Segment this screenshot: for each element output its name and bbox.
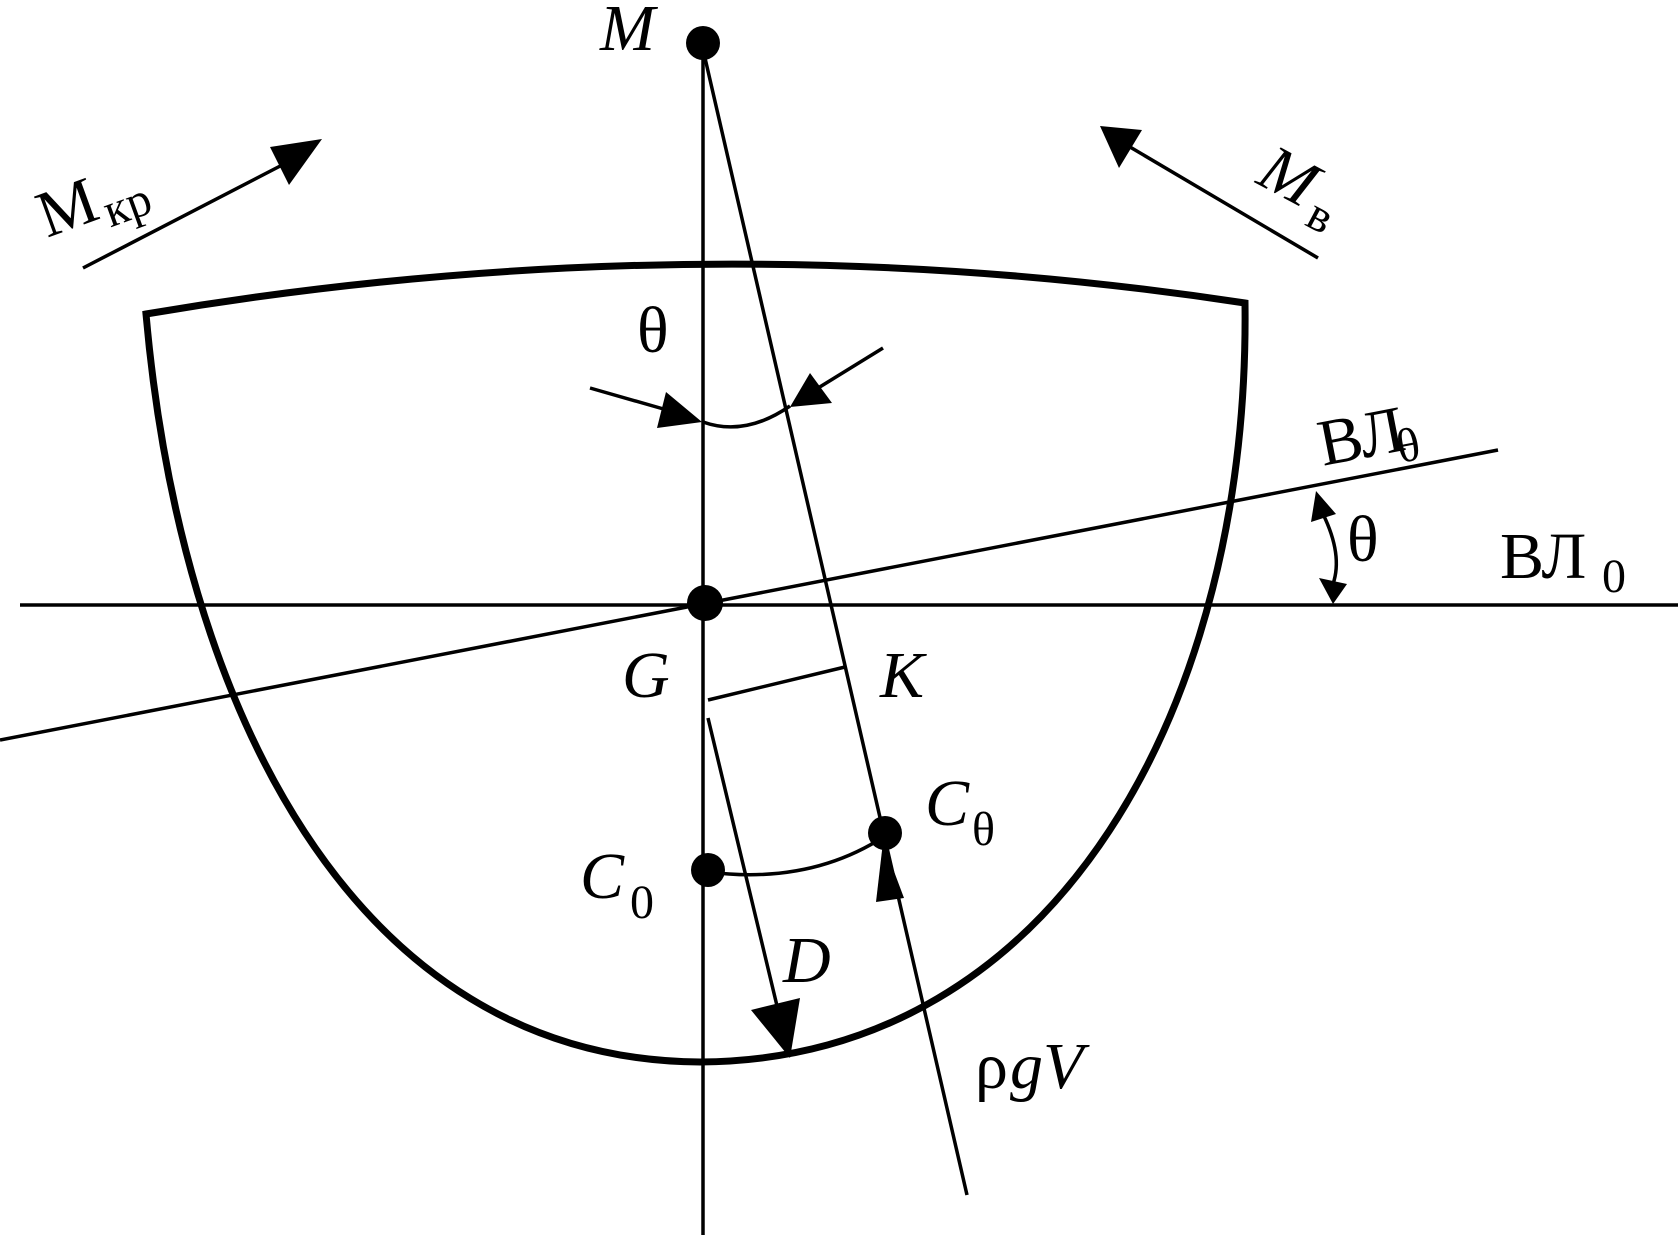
weight-arrowhead [751,998,800,1058]
metacenter-point [686,26,720,60]
label-waterline-angle: θ [1347,503,1379,576]
buoyancy-center-0-point [691,853,725,887]
heeling-moment-arrowhead [270,139,322,185]
buoyancy-arrowhead [876,842,904,902]
waterline-angle-arc [1321,513,1339,585]
righting-moment-arrowhead [1100,126,1142,168]
label-weight-d: D [782,924,831,997]
angle-pointer-left-head [657,392,702,428]
buoyancy-shift-arc [707,834,886,877]
label-waterline-0-main: ВЛ [1500,520,1586,593]
waterline-angle-head-top [1311,491,1336,522]
label-waterline-theta: ВЛ θ [1312,393,1425,481]
righting-arm-gk [707,665,846,702]
label-point-k: K [879,639,927,712]
hull-outline [142,260,1249,1066]
label-center-of-gravity: G [622,639,670,712]
label-waterline-0-sub: 0 [1602,550,1626,603]
waterline-theta [0,448,1499,742]
buoyancy-center-theta-point [868,816,902,850]
righting-moment-arrow [1129,145,1319,260]
label-metacenter: M [599,0,659,65]
angle-pointer-left [589,386,668,412]
buoyancy-line [703,57,969,1196]
waterline-angle-head-bottom [1319,578,1347,604]
label-buoyancy-center-0-main: C [580,840,625,913]
label-buoyancy-center-theta-sub: θ [972,803,995,856]
label-waterline-theta-main: ВЛ [1312,393,1411,481]
label-buoyancy-center-theta-main: C [925,767,970,840]
angle-pointer-right-head [790,373,832,407]
label-buoyancy-center-0-sub: 0 [630,876,654,929]
label-heel-angle: θ [637,294,669,367]
heel-angle-arc [702,404,791,429]
label-buoyancy-force-rho: ρ [975,1030,1008,1103]
center-of-gravity-point [687,585,723,621]
label-heeling-moment-main: M [27,163,107,252]
label-righting-moment: M в [1246,131,1343,245]
label-heeling-moment: M кр [27,163,158,252]
angle-pointer-right [809,346,884,395]
weight-vector-d [706,717,780,1011]
label-buoyancy-force-gv: gV [1010,1030,1090,1103]
heeling-moment-arrow [82,161,287,270]
